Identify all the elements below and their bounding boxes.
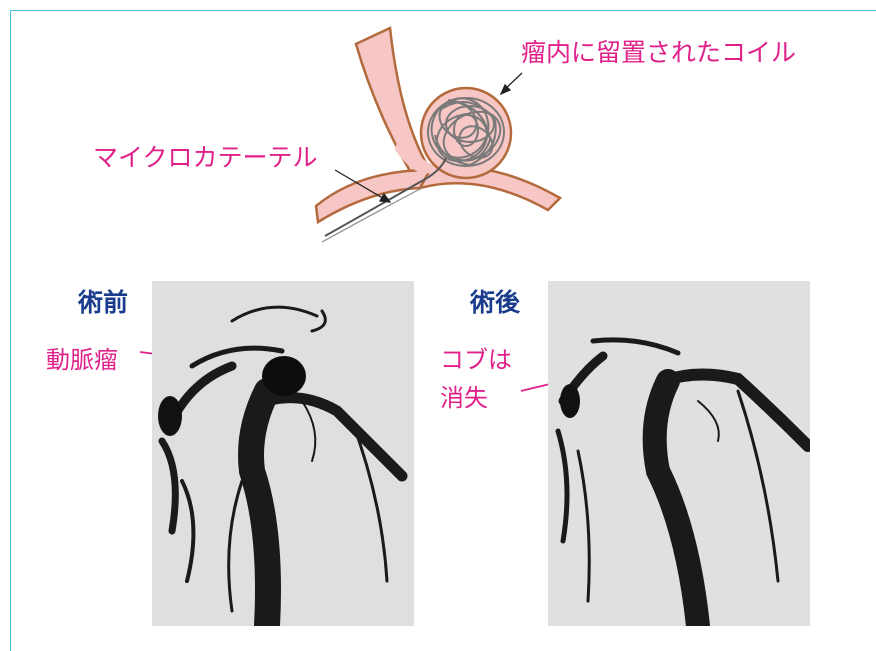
after-heading: 術後 bbox=[470, 283, 520, 319]
disappeared-label-line2: 消失 bbox=[440, 378, 488, 413]
aneurysm-label: 動脈瘤 bbox=[46, 340, 118, 375]
coil-label: 瘤内に留置されたコイル bbox=[521, 33, 796, 69]
angiogram-before bbox=[152, 281, 414, 626]
before-heading: 術前 bbox=[78, 283, 128, 319]
aneurysm-dark-blob bbox=[262, 356, 306, 396]
angiogram-after bbox=[548, 281, 810, 626]
vessel-right-branch bbox=[420, 167, 560, 210]
disappeared-label-line1: コブは bbox=[440, 340, 512, 375]
microcatheter-label: マイクロカテーテル bbox=[93, 138, 318, 174]
